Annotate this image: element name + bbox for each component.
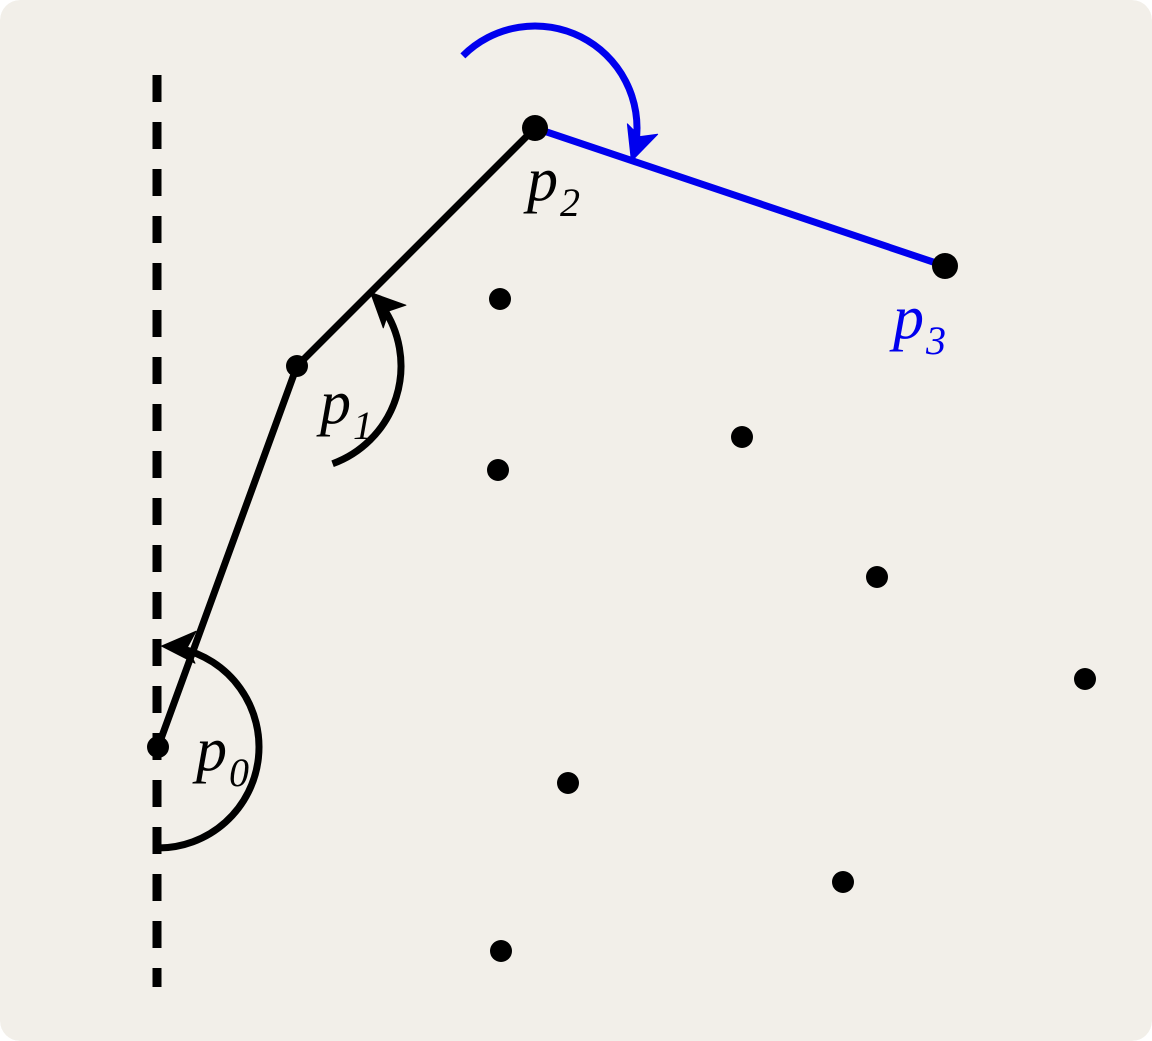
scatter-point [557, 772, 579, 794]
scatter-point [1074, 668, 1096, 690]
hull-segments-group [154, 124, 949, 751]
arc-at-p2 [460, 22, 659, 162]
scatter-point [489, 288, 511, 310]
hull-point-p1 [286, 355, 308, 377]
scatter-point [832, 871, 854, 893]
seg-p2-p3 [531, 124, 949, 270]
scatter-point [490, 940, 512, 962]
hull-point-p0 [147, 736, 169, 758]
point-labels-group: p0 p1 p2 p3 [192, 146, 946, 795]
angle-arcs-group [157, 22, 659, 852]
label-p1: p1 [316, 369, 373, 448]
seg-p1-p2 [293, 124, 539, 370]
scatter-point [866, 566, 888, 588]
seg-p0-p1 [154, 362, 301, 751]
arc-at-p2-arrowhead [626, 123, 659, 162]
hull-point-p2 [522, 115, 548, 141]
scatter-point [487, 459, 509, 481]
label-p2: p2 [523, 146, 580, 225]
arc-at-p0-arrowhead [161, 630, 197, 664]
label-p0: p0 [192, 716, 249, 795]
hull-point-p3 [932, 253, 958, 279]
arc-at-p0 [157, 630, 263, 852]
scatter-point [731, 426, 753, 448]
scatter-points-group [487, 288, 1096, 962]
label-p3: p3 [889, 284, 946, 363]
arc-at-p1-arrowhead [370, 291, 407, 329]
hull-point-dots-group [147, 115, 958, 758]
arc-at-p1 [331, 291, 407, 468]
